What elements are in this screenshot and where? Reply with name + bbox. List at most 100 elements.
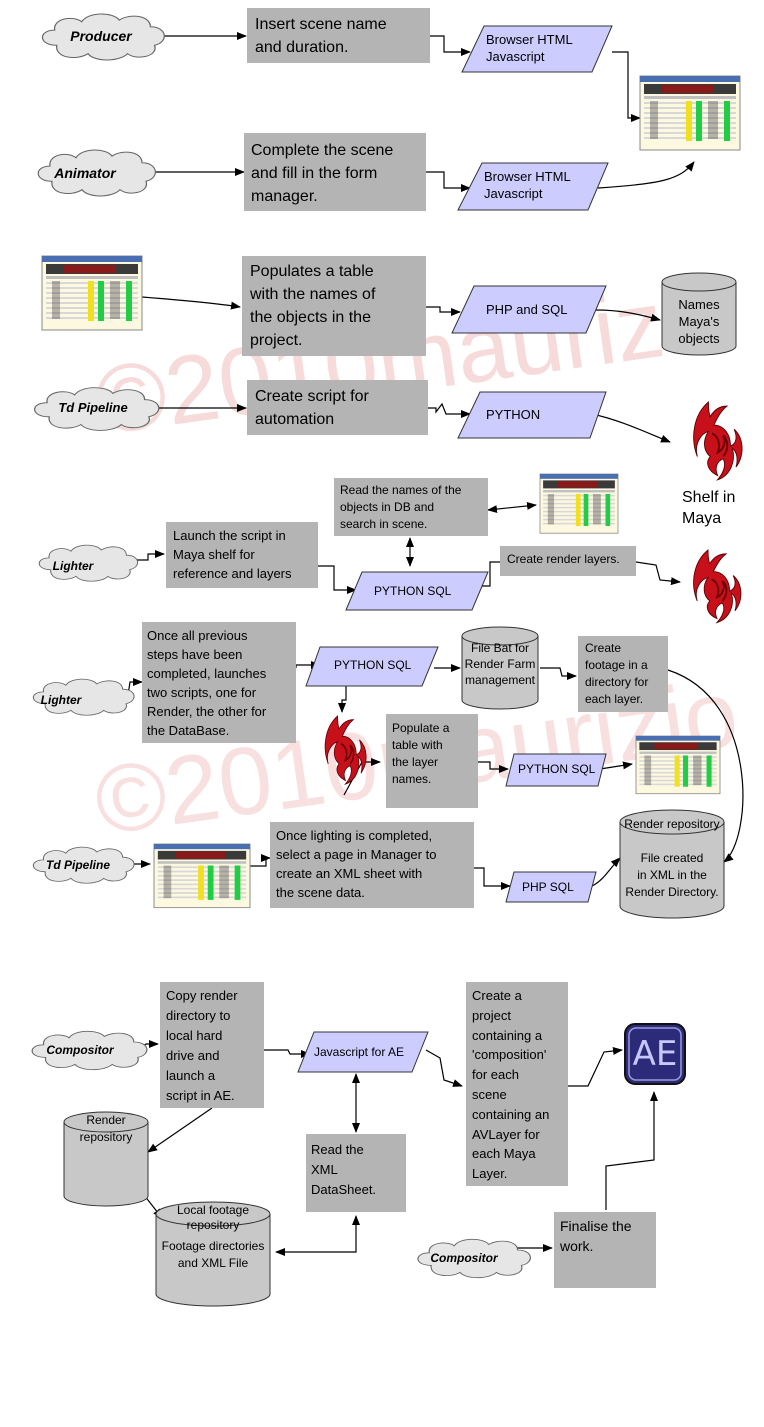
step-create-render-layers: Create render layers. — [500, 546, 636, 576]
step-create-render-layers-text: Create render layers. — [507, 552, 620, 566]
tech-javascript-ae-label: Javascript for AE — [314, 1045, 405, 1059]
db-render-repo-1-shape — [619, 809, 725, 919]
manager-screenshot-3 — [539, 473, 619, 534]
tech-python-sql-2-label: PYTHON SQL — [334, 658, 412, 672]
connector-create-python — [428, 402, 471, 418]
step-populate-layer-table-text: Populate a table with the layer names. — [392, 721, 450, 786]
connector-create-layers-maya2 — [635, 561, 681, 586]
after-effects-logo-icon — [624, 1023, 686, 1085]
connector-populate-python3 — [478, 761, 509, 773]
tech-browser-1-shape — [461, 25, 613, 73]
step-read-names-text: Read the names of the objects in DB and … — [340, 483, 462, 531]
connector-python3-screenshot — [599, 761, 633, 770]
tech-php-sql-1-shape — [451, 285, 607, 334]
actor-producer-label: Producer — [70, 28, 132, 44]
step-populates-table: Populates a table with the names of the … — [242, 256, 426, 356]
tech-python-shape — [457, 391, 607, 439]
tech-python-label: PYTHON — [486, 407, 541, 422]
maya-logo-icon-2 — [692, 549, 742, 624]
connector-filebat-footage — [540, 667, 577, 680]
manager-screenshot-4 — [635, 735, 721, 795]
connector-browser1-screenshot — [612, 51, 641, 122]
db-render-repo-2-shape — [63, 1111, 149, 1207]
tech-php-sql-2-shape — [505, 871, 597, 903]
tech-javascript-ae-shape — [297, 1031, 429, 1073]
step-create-script: Create script for automation — [247, 380, 428, 435]
db-names-maya-label: Names Maya's objects — [678, 297, 720, 346]
tech-python-sql-1-shape — [345, 571, 489, 611]
connector-copy-javascript — [264, 1049, 311, 1058]
tech-php-sql-1-label: PHP and SQL — [486, 302, 568, 317]
step-launch-script-text: Launch the script in Maya shelf for refe… — [173, 528, 292, 581]
connector-local-read — [275, 1215, 360, 1256]
connector-python2-maya3 — [338, 686, 347, 713]
manager-screenshot-1 — [639, 75, 741, 151]
connector-copy-render2 — [147, 1107, 213, 1153]
db-names-maya-shape — [661, 272, 737, 356]
db-render-repo-1-title: Render repository — [624, 817, 720, 831]
tech-browser-2-shape — [457, 162, 609, 211]
tech-python-sql-2-shape — [305, 646, 439, 687]
tech-php-sql-2-label: PHP SQL — [522, 880, 574, 894]
connector-create-ae — [568, 1047, 623, 1087]
tech-python-sql-3-label: PYTHON SQL — [518, 762, 596, 776]
step-read-names: Read the names of the objects in DB and … — [334, 478, 488, 536]
connector-finalise-ae — [605, 1091, 658, 1210]
maya-logo-icon-1 — [692, 400, 744, 481]
step-complete-scene: Complete the scene and fill in the form … — [244, 133, 426, 211]
step-once-all-previous: Once all previous steps have been comple… — [142, 622, 296, 743]
actor-lighter-1-label: Lighter — [52, 559, 94, 573]
manager-screenshot-2 — [41, 255, 143, 331]
tech-browser-2-label: Browser HTML Javascript — [484, 169, 571, 201]
step-insert-scene: Insert scene name and duration. — [247, 8, 430, 63]
db-file-bat-shape — [461, 626, 539, 710]
step-populate-layer-table: Populate a table with the layer names. — [386, 714, 478, 808]
db-render-repo-2-label: Render repository — [79, 1113, 133, 1144]
step-complete-scene-text: Complete the scene and fill in the form … — [251, 142, 394, 205]
connector-browser2-screenshot — [597, 161, 695, 189]
step-finalise: Finalise the work. — [554, 1212, 656, 1288]
actor-compositor-2-label: Compositor — [430, 1251, 498, 1265]
step-create-project: Create a project containing a 'compositi… — [466, 982, 568, 1186]
db-file-bat-label: File Bat for Render Farm management — [464, 641, 536, 687]
step-once-all-previous-text: Once all previous steps have been comple… — [147, 628, 267, 738]
actor-compositor-1-label: Compositor — [46, 1043, 114, 1057]
connector-python-maya — [591, 413, 671, 443]
db-local-footage-title: Local footage repository — [176, 1203, 250, 1232]
tech-python-sql-3-shape — [505, 753, 607, 787]
connector-screenshot-once — [250, 854, 271, 867]
connector-once-phpsql — [474, 867, 511, 890]
connector-insert-browser1 — [430, 35, 471, 56]
step-once-lighting: Once lighting is completed, select a pag… — [270, 822, 474, 908]
actor-lighter-2-label: Lighter — [40, 693, 82, 707]
connector-php-names — [595, 309, 661, 322]
actor-td-pipeline-1-label: Td Pipeline — [58, 400, 128, 415]
manager-screenshot-5 — [153, 843, 251, 909]
actor-td-pipeline-2-label: Td Pipeline — [45, 858, 110, 872]
step-finalise-text: Finalise the work. — [560, 1218, 632, 1254]
connector-read-screenshot — [487, 501, 537, 514]
step-once-lighting-text: Once lighting is completed, select a pag… — [276, 828, 437, 900]
tech-python-sql-1-label: PYTHON SQL — [374, 584, 452, 598]
step-read-xml-text: Read the XML DataSheet. — [311, 1142, 377, 1197]
step-populates-table-text: Populates a table with the names of the … — [250, 263, 376, 349]
db-local-footage-body: Footage directories and XML File — [161, 1239, 265, 1270]
step-launch-script: Launch the script in Maya shelf for refe… — [166, 522, 318, 588]
connector-lighter1-launch — [130, 550, 165, 561]
connector-phpsql-render — [591, 857, 621, 887]
step-read-xml: Read the XML DataSheet. — [306, 1134, 406, 1212]
db-local-footage-shape — [155, 1201, 271, 1307]
step-create-project-text: Create a project containing a 'compositi… — [472, 988, 550, 1182]
connector-javascript-create — [425, 1049, 463, 1087]
shelf-in-maya-label: Shelf in Maya — [682, 489, 736, 527]
after-effects-logo-label: AE — [632, 1034, 678, 1074]
connector-footage-render-repo — [667, 669, 744, 863]
actor-animator-label: Animator — [54, 165, 116, 181]
db-render-repo-1-body: File created in XML in the Render Direct… — [625, 851, 719, 899]
step-insert-scene-text: Insert scene name and duration. — [255, 16, 387, 56]
connector-screenshot-populates — [141, 296, 241, 310]
step-create-script-text: Create script for automation — [255, 388, 369, 428]
connector-once-python2 — [295, 661, 321, 669]
connector-launch-python1 — [318, 565, 357, 594]
